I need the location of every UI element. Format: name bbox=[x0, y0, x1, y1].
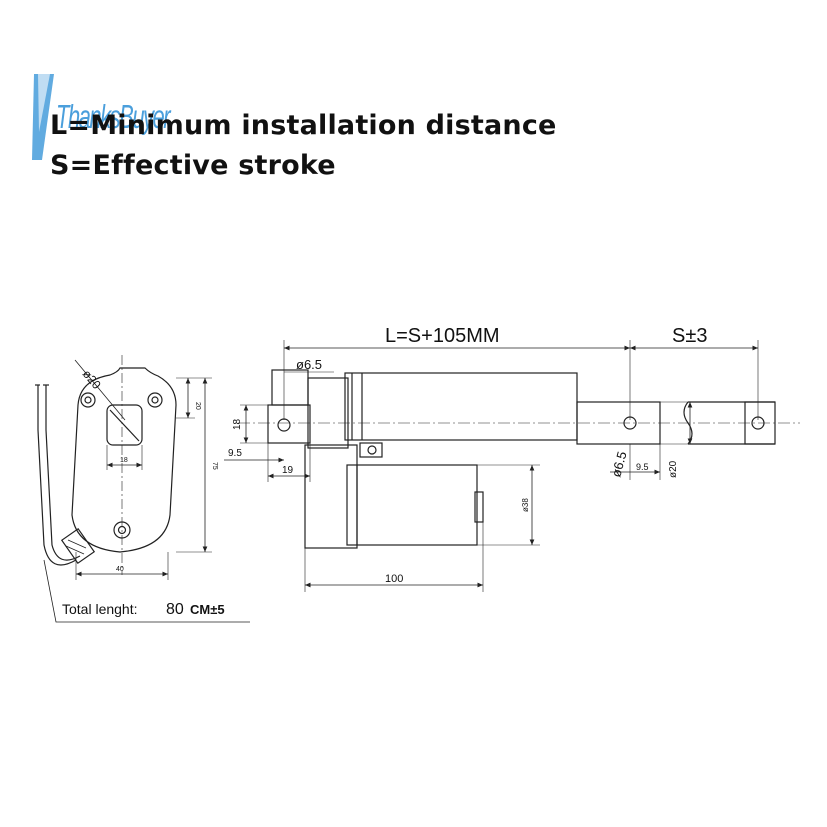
dim-body-length: 100 bbox=[385, 573, 403, 585]
dim-stroke: S±3 bbox=[672, 325, 707, 347]
dim-flange-height: 75 bbox=[211, 462, 218, 470]
dim-rear-height: 18 bbox=[232, 418, 243, 430]
dim-flange-inner: 18 bbox=[120, 457, 128, 464]
dim-rear-hole: ø6.5 bbox=[296, 357, 322, 372]
dim-front-hole: ø6.5 bbox=[608, 450, 629, 479]
dim-motor-dia: ø38 bbox=[521, 498, 530, 512]
heading-effective-stroke: S=Effective stroke bbox=[50, 150, 336, 181]
dim-flange-width: 40 bbox=[116, 566, 124, 573]
heading-installation-distance: L=Minimum installation distance bbox=[50, 110, 557, 141]
cable-length-label: Total lenght: bbox=[62, 601, 138, 617]
flange-end-view bbox=[35, 355, 250, 623]
cable-length-unit: CM±5 bbox=[190, 602, 225, 617]
thanksbuyer-logo bbox=[32, 74, 54, 160]
actuator-side-view bbox=[224, 340, 800, 592]
dim-flange-top: 20 bbox=[194, 402, 201, 410]
dim-overall-length: L=S+105MM bbox=[385, 325, 500, 347]
cable-length-value: 80 bbox=[166, 601, 184, 618]
dim-rod-dia: ø20 bbox=[668, 460, 679, 478]
dim-rear-offset: 9.5 bbox=[228, 448, 242, 459]
dim-rear-width: 19 bbox=[282, 465, 294, 476]
dim-front-offset: 9.5 bbox=[636, 462, 649, 472]
watermark-text: ThanksBuyer bbox=[56, 98, 171, 136]
